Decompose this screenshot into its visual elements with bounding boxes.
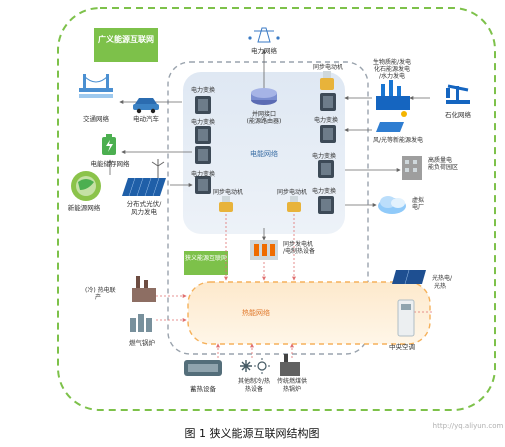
generator-icon bbox=[287, 196, 301, 212]
router-label-line1: 并网接口 bbox=[252, 110, 276, 118]
transformer-icon bbox=[195, 146, 211, 164]
energy-router-icon bbox=[251, 88, 277, 105]
chp-plant-icon bbox=[132, 276, 156, 302]
power-grid-top-label: 电力网络 bbox=[251, 46, 278, 55]
chp-label-line2: 产 bbox=[95, 293, 101, 301]
oil-pump-icon bbox=[446, 84, 470, 104]
router-label-line2: (能源路由器) bbox=[247, 117, 282, 125]
electric-car-icon bbox=[133, 98, 159, 114]
power-plant-icon bbox=[376, 80, 410, 110]
sun-icon bbox=[254, 358, 270, 374]
virtual-plant-icon bbox=[378, 196, 406, 214]
solar-panel-icon bbox=[122, 159, 166, 197]
bridge-icon bbox=[79, 74, 113, 98]
transformer-icon bbox=[195, 126, 211, 144]
heat-storage-label: 蓄热设备 bbox=[190, 384, 217, 393]
central-ac-label: 中央空调 bbox=[389, 342, 415, 351]
transformer-icon bbox=[320, 125, 336, 143]
biomass-label-line1: 生物质能/发电 bbox=[373, 58, 411, 66]
snowflake-icon bbox=[240, 360, 252, 372]
new-energy-label: 新能源网络 bbox=[68, 203, 101, 212]
oil-label: 石化网络 bbox=[445, 110, 472, 119]
narrow-label-box: 狭义能源互联网 bbox=[184, 251, 228, 275]
transformer-icon bbox=[195, 176, 211, 194]
virtual-plant-label-line2: 电厂 bbox=[412, 203, 424, 211]
globe-icon bbox=[71, 171, 101, 201]
generator-icon bbox=[320, 71, 334, 90]
transformer-icon bbox=[318, 196, 334, 214]
biomass-label-line2: 化石能源发电 bbox=[374, 65, 410, 73]
transformer-label: 电力变换 bbox=[191, 170, 215, 178]
coal-boiler-icon bbox=[280, 354, 300, 376]
traditional-boiler-label-line1: 传统燃煤供 bbox=[277, 377, 307, 385]
transformer-icon bbox=[320, 93, 336, 111]
air-conditioner-icon bbox=[397, 299, 415, 337]
hq-load-label-line2: 能负荷园区 bbox=[428, 163, 458, 171]
distributed-pv-label-line2: 风力发电 bbox=[131, 207, 158, 216]
electric-network-label: 电能网络 bbox=[250, 149, 278, 158]
battery-icon bbox=[102, 134, 116, 155]
sync-gen-heat-label-line2: /电制热设备 bbox=[283, 247, 315, 255]
transformer-icons bbox=[195, 93, 336, 214]
storage-label: 电能储存网络 bbox=[91, 159, 131, 168]
narrow-label-text: 狭义能源互联网 bbox=[185, 254, 227, 262]
other-heat-label-line1: 其他制冷/热 bbox=[238, 377, 270, 385]
generator-icon bbox=[219, 196, 233, 212]
sync-gen-left-label: 同步电动机 bbox=[213, 188, 243, 196]
virtual-plant-label-line1: 虚拟 bbox=[412, 196, 424, 204]
industrial-park-icon bbox=[402, 156, 422, 180]
solar-thermal-label-line1: 光热电/ bbox=[432, 274, 453, 282]
ev-label: 电动汽车 bbox=[133, 114, 160, 123]
transformer-label: 电力变换 bbox=[191, 86, 215, 94]
sync-gen-top-label: 同步电动机 bbox=[313, 63, 343, 71]
traditional-boiler-label-line2: 热锅炉 bbox=[283, 385, 301, 393]
heating-device-icon bbox=[250, 240, 278, 260]
watermark: http://yq.aliyun.com bbox=[433, 422, 504, 430]
other-heat-label-line2: 热设备 bbox=[245, 385, 263, 393]
wind-pv-label: 风/光等新能源发电 bbox=[373, 136, 423, 144]
electric-network-area bbox=[183, 72, 345, 234]
title-box: 广义能源互联网 bbox=[94, 28, 158, 62]
solar-thermal-icon bbox=[392, 269, 426, 285]
title-box-text: 广义能源互联网 bbox=[98, 34, 154, 44]
biomass-label-line3: /水力发电 bbox=[379, 72, 405, 80]
heat-flow-lines bbox=[156, 210, 432, 360]
gas-boiler-label: 燃气锅炉 bbox=[129, 338, 156, 347]
transformer-label: 电力变换 bbox=[312, 187, 336, 195]
transformer-label: 电力变换 bbox=[191, 118, 215, 126]
narrow-boundary bbox=[167, 61, 369, 355]
transformer-label: 电力变换 bbox=[314, 116, 338, 124]
transformer-label: 电力变换 bbox=[312, 152, 336, 160]
outer-boundary bbox=[57, 7, 496, 411]
sync-gen-heat-label-line1: 同步发电机 bbox=[283, 240, 313, 248]
transport-label: 交通网络 bbox=[83, 114, 110, 123]
thermal-network-area bbox=[187, 281, 431, 345]
transformer-icon bbox=[318, 160, 334, 178]
gas-boiler-icon bbox=[130, 314, 152, 332]
thermal-network-label: 热能网络 bbox=[242, 308, 270, 317]
connection-lines bbox=[108, 49, 430, 241]
wind-solar-icon bbox=[376, 111, 407, 132]
chp-label-line1: (冷) 热电联 bbox=[85, 286, 116, 294]
heat-storage-icon bbox=[184, 360, 222, 376]
power-tower-icon bbox=[248, 27, 280, 43]
transformer-icon bbox=[195, 96, 211, 114]
distributed-pv-label-line1: 分布式光伏/ bbox=[127, 199, 163, 208]
hq-load-label-line1: 高质量电 bbox=[428, 156, 452, 164]
figure-caption: 图 1 狭义能源互联网结构图 bbox=[185, 426, 320, 440]
sync-gen-right-label: 同步电动机 bbox=[277, 188, 307, 196]
solar-thermal-label-line2: 光热 bbox=[434, 282, 446, 290]
